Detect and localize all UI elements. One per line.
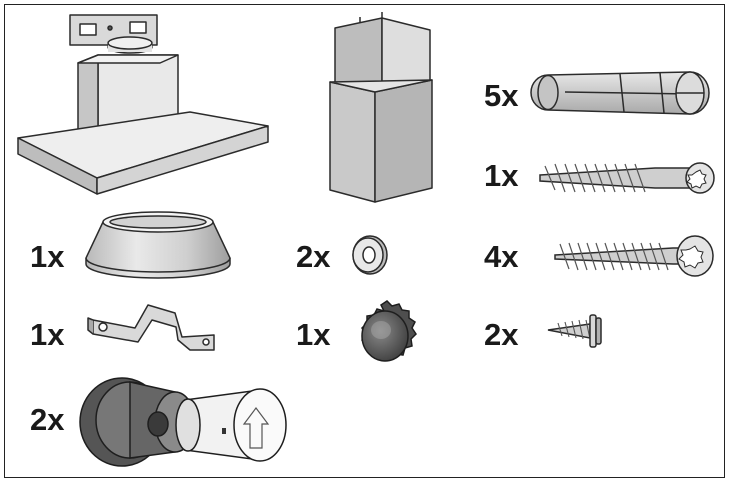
small-screws-qty: 2x bbox=[484, 317, 519, 352]
chimney-duct-icon bbox=[329, 12, 433, 203]
wall-plugs-qty: 5x bbox=[484, 78, 519, 113]
bracket-icon bbox=[87, 304, 215, 351]
recirculation-filter-icon bbox=[79, 377, 287, 467]
filters-qty: 2x bbox=[30, 402, 65, 437]
medium-screws-qty: 4x bbox=[484, 239, 519, 274]
knob-icon bbox=[361, 300, 417, 362]
bracket-qty: 1x bbox=[30, 317, 65, 352]
washer-qty: 2x bbox=[296, 239, 331, 274]
collar-qty: 1x bbox=[30, 239, 65, 274]
self-tapping-screw-icon bbox=[547, 314, 602, 348]
long-screw-icon bbox=[539, 162, 715, 194]
cooker-hood-icon bbox=[17, 14, 269, 195]
air-collar-icon bbox=[85, 211, 231, 279]
washer-icon bbox=[352, 235, 388, 275]
torx-screw-icon bbox=[554, 235, 714, 277]
wall-plug-icon bbox=[530, 71, 710, 115]
knob-qty: 1x bbox=[296, 317, 331, 352]
long-screw-qty: 1x bbox=[484, 158, 519, 193]
